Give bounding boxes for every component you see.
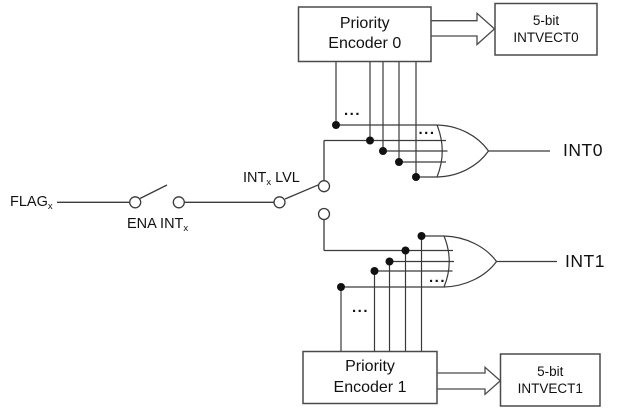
junction-dot	[412, 173, 420, 181]
priority-encoder-1-label: Priority Encoder 1	[303, 352, 437, 404]
ena-label-base: ENA INT	[127, 215, 184, 232]
junction-dot	[417, 232, 426, 240]
ellipsis-mark: ...	[429, 269, 446, 286]
ena-label-sub: x	[183, 222, 189, 234]
ellipsis-mark: ...	[344, 102, 361, 119]
boxes	[297, 2, 601, 407]
switch-contact-int1	[317, 207, 331, 221]
junction-dot	[370, 267, 379, 275]
junction-dot	[379, 147, 387, 155]
junction-dots-int0	[332, 121, 420, 181]
switch-contact-int0	[317, 180, 331, 193]
intvect1-box	[499, 353, 601, 407]
switch-arm-ena	[139, 184, 168, 200]
flag-x-label: FLAGx	[10, 194, 53, 212]
block-arrows	[431, 11, 502, 396]
switch-contact-ena-right	[172, 196, 185, 209]
flag-label-base: FLAG	[10, 194, 48, 210]
priority-encoder-0-label: Priority Encoder 0	[299, 7, 432, 62]
lvl-label-post: LVL	[271, 170, 300, 186]
junction-dot	[401, 246, 410, 255]
intvect1-line1: 5-bit	[537, 363, 564, 379]
encoder0-line2: Encoder 0	[328, 35, 402, 53]
or-gate-int1	[443, 235, 497, 288]
or1-top-curve	[443, 235, 497, 262]
block-arrow-intvect1	[437, 365, 502, 396]
priority-encoder-0-box	[297, 6, 432, 63]
ena-intx-label: ENA INTx	[127, 215, 189, 234]
switch-contact-lvl-pole	[273, 196, 286, 209]
switch-contacts	[129, 180, 331, 221]
int0-output-label: INT0	[563, 140, 603, 160]
ellipsis-mark: ...	[352, 299, 369, 316]
ellipsis-marks: ... ... ... ...	[344, 102, 446, 316]
intvect0-label: 5-bit INTVECT0	[495, 4, 597, 56]
intvect1-label: 5-bit INTVECT1	[501, 354, 601, 406]
or0-back-arc	[436, 124, 443, 178]
junction-dot	[366, 136, 374, 145]
intvect1-line2: INTVECT1	[517, 381, 583, 396]
encoder0-line1: Priority	[339, 14, 390, 32]
junction-dot	[385, 257, 394, 266]
intvect0-box	[494, 2, 598, 56]
block-arrow-intvect0	[431, 11, 496, 46]
lvl-label-sub: x	[266, 177, 272, 188]
flag-label-sub: x	[47, 201, 53, 212]
junction-dot	[332, 121, 340, 129]
switch-arm-lvl	[284, 184, 319, 200]
wires-flag-chain	[57, 140, 325, 251]
ellipsis-mark: ...	[419, 121, 436, 138]
wires-int1	[324, 235, 557, 352]
encoder1-line2: Encoder 1	[333, 378, 407, 396]
priority-encoder-1-box	[302, 350, 438, 405]
lvl-label-pre: INT	[243, 170, 267, 186]
intx-lvl-label: INTx LVL	[243, 170, 300, 188]
wires-int0	[324, 61, 550, 178]
intvect0-line2: INTVECT0	[513, 30, 579, 46]
junction-dot	[337, 283, 345, 291]
junction-dot	[395, 158, 403, 166]
or0-bottom-curve	[436, 150, 489, 178]
or1-back-arc	[443, 235, 450, 288]
or-gate-int0	[436, 124, 489, 178]
encoder1-line1: Priority	[345, 358, 395, 376]
junction-dots-int1	[337, 232, 426, 291]
or0-top-curve	[436, 124, 489, 152]
switch-contact-ena-left	[129, 196, 142, 209]
intvect0-line1: 5-bit	[532, 12, 560, 28]
int1-output-label: INT1	[565, 251, 605, 271]
or1-bottom-curve	[443, 261, 497, 288]
